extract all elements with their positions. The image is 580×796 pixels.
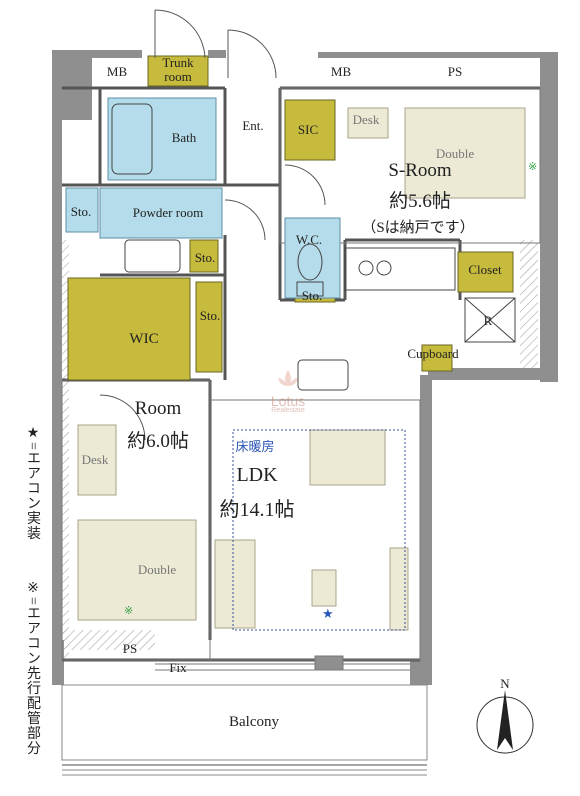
fix-label: Fix (169, 660, 187, 675)
cupboard-label: Cupboard (407, 346, 459, 361)
room-size: 約6.0帖 (127, 431, 189, 452)
lotus-flower-icon (278, 370, 298, 386)
legend-aircon-unit: ★=エアコン実装 (25, 425, 40, 541)
storage-label-hall: Sto. (199, 308, 221, 323)
storage-label-left: Sto. (70, 204, 92, 219)
floor-heating-area (232, 429, 406, 631)
lotus-logo: Lotus Realestate (258, 368, 318, 414)
fixtures (111, 103, 516, 391)
entrance-label: Ent. (242, 118, 264, 133)
aircon-pipe-mark-sroom: ※ (528, 160, 537, 173)
door-swings (99, 9, 326, 441)
wc-label: W.C. (295, 232, 323, 247)
balcony (61, 684, 428, 776)
wic-label: WIC (129, 331, 159, 347)
ldk-name: LDK (236, 464, 278, 486)
refrigerator-label: R (483, 313, 493, 328)
wet-areas (65, 97, 341, 299)
double-label-sroom: Double (435, 146, 475, 161)
legend-aircon-pipe: ※=エアコン先行配管部分 (25, 580, 40, 756)
logo-name: Lotus (270, 393, 306, 409)
window-sashes (155, 655, 410, 671)
powder-room-label: Powder room (132, 205, 204, 220)
ldk-size: 約14.1帖 (219, 499, 295, 521)
mb-label-left: MB (106, 64, 128, 79)
bath-label: Bath (171, 130, 197, 145)
closet-label: Closet (468, 262, 502, 277)
aircon-pipe-mark-room: ※ (124, 604, 133, 617)
storage-blocks (67, 55, 514, 381)
desk-label-sroom: Desk (352, 112, 380, 127)
north-arrow (476, 690, 534, 754)
floor-heating-label: 床暖房 (235, 439, 275, 454)
logo-sub: Realestate (271, 407, 305, 414)
storage-label-mid: Sto. (194, 250, 216, 265)
storage-label-wc: Sto. (301, 288, 323, 303)
s-room-name: S-Room (388, 160, 452, 181)
room-name: Room (134, 398, 182, 419)
ps-label-bottom: PS (122, 641, 138, 656)
s-room-note: （Sは納戸です） (361, 220, 475, 236)
trunk-room-label: Trunk room (162, 55, 194, 84)
ps-label-top: PS (447, 64, 463, 79)
sic-label: SIC (297, 122, 319, 137)
north-label: N (500, 676, 510, 691)
desk-label-room: Desk (81, 452, 109, 467)
exterior-walls (52, 50, 558, 685)
balcony-label: Balcony (229, 714, 279, 730)
aircon-star-ldk: ★ (322, 607, 334, 622)
double-label-room: Double (137, 562, 177, 577)
s-room-size: 約5.6帖 (389, 191, 451, 212)
mb-label-right: MB (330, 64, 352, 79)
furniture (77, 107, 526, 631)
